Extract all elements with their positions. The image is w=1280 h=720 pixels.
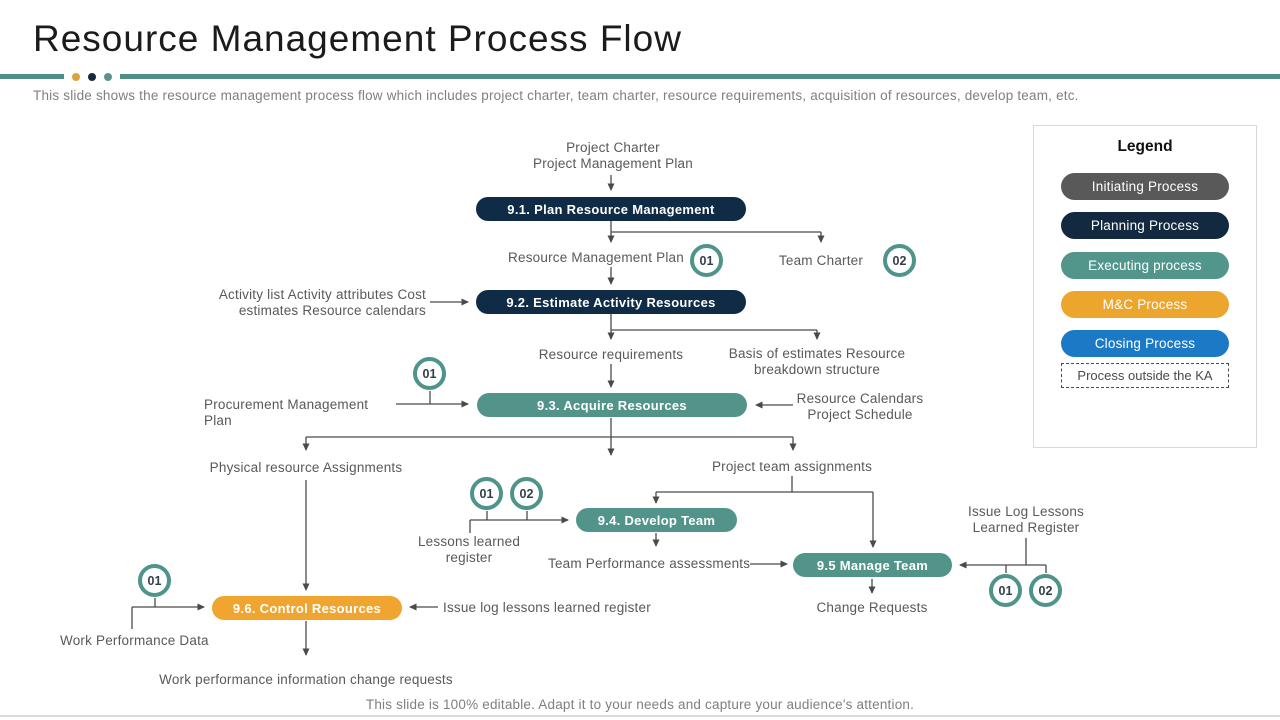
badge-02-issue-log: 02 (1029, 574, 1062, 607)
legend-item-executing-process: Executing process (1061, 252, 1229, 279)
editable-note: This slide is 100% editable. Adapt it to… (365, 697, 915, 712)
label-lessons-learned-register: Lessons learned register (417, 534, 521, 565)
node-estimate-activity-resources: 9.2. Estimate Activity Resources (476, 290, 746, 314)
badge-01-resource-management-plan: 01 (690, 244, 723, 277)
divider-line-right (120, 74, 1280, 79)
node-manage-team: 9.5 Manage Team (793, 553, 952, 577)
label-issue-log-lessons-lower: Issue log lessons learned register (443, 600, 651, 615)
badge-01-work-performance: 01 (138, 564, 171, 597)
badge-01-lessons-learned: 01 (470, 477, 503, 510)
label-team-performance-assessments: Team Performance assessments (548, 556, 751, 571)
node-control-resources: 9.6. Control Resources (212, 596, 402, 620)
label-project-charter: Project Charter Project Management Plan (533, 140, 693, 171)
legend-item-closing-process: Closing Process (1061, 330, 1229, 357)
bottom-rule (0, 715, 1280, 717)
legend-item-mc-process: M&C Process (1061, 291, 1229, 318)
legend-item-initiating-process: Initiating Process (1061, 173, 1229, 200)
label-change-requests: Change Requests (816, 600, 928, 615)
title-divider (0, 72, 1280, 81)
legend-item-process-outside-ka: Process outside the KA (1061, 363, 1229, 388)
divider-line-left (0, 74, 64, 79)
label-resource-management-plan: Resource Management Plan (508, 250, 684, 265)
badge-01-issue-log: 01 (989, 574, 1022, 607)
divider-dot-navy (88, 72, 96, 81)
slide-description: This slide shows the resource management… (33, 88, 1079, 103)
node-develop-team: 9.4. Develop Team (576, 508, 737, 532)
label-work-performance-information: Work performance information change requ… (159, 672, 453, 687)
label-basis-of-estimates: Basis of estimates Resource breakdown st… (728, 346, 906, 377)
legend-item-planning-process: Planning Process (1061, 212, 1229, 239)
label-resource-calendars: Resource Calendars Project Schedule (796, 391, 924, 422)
label-work-performance-data: Work Performance Data (60, 633, 209, 648)
label-activity-list: Activity list Activity attributes Cost e… (218, 287, 426, 318)
legend-title: Legend (1117, 138, 1173, 155)
label-resource-requirements: Resource requirements (538, 347, 684, 362)
badge-01-procurement: 01 (413, 357, 446, 390)
node-acquire-resources: 9.3. Acquire Resources (477, 393, 747, 417)
label-project-team-assignments: Project team assignments (711, 459, 873, 474)
node-plan-resource-management: 9.1. Plan Resource Management (476, 197, 746, 221)
label-issue-log-lessons-learned: Issue Log Lessons Learned Register (968, 504, 1084, 535)
badge-02-lessons-learned: 02 (510, 477, 543, 510)
badge-02-team-charter: 02 (883, 244, 916, 277)
divider-dot-gold (72, 72, 80, 81)
label-team-charter: Team Charter (778, 253, 864, 268)
page-title: Resource Management Process Flow (33, 18, 682, 59)
divider-dot-teal (104, 72, 112, 81)
legend-panel: Legend Initiating Process Planning Proce… (1033, 125, 1257, 448)
label-physical-resource-assignments: Physical resource Assignments (209, 460, 403, 475)
label-procurement-management-plan: Procurement Management Plan (204, 397, 369, 428)
